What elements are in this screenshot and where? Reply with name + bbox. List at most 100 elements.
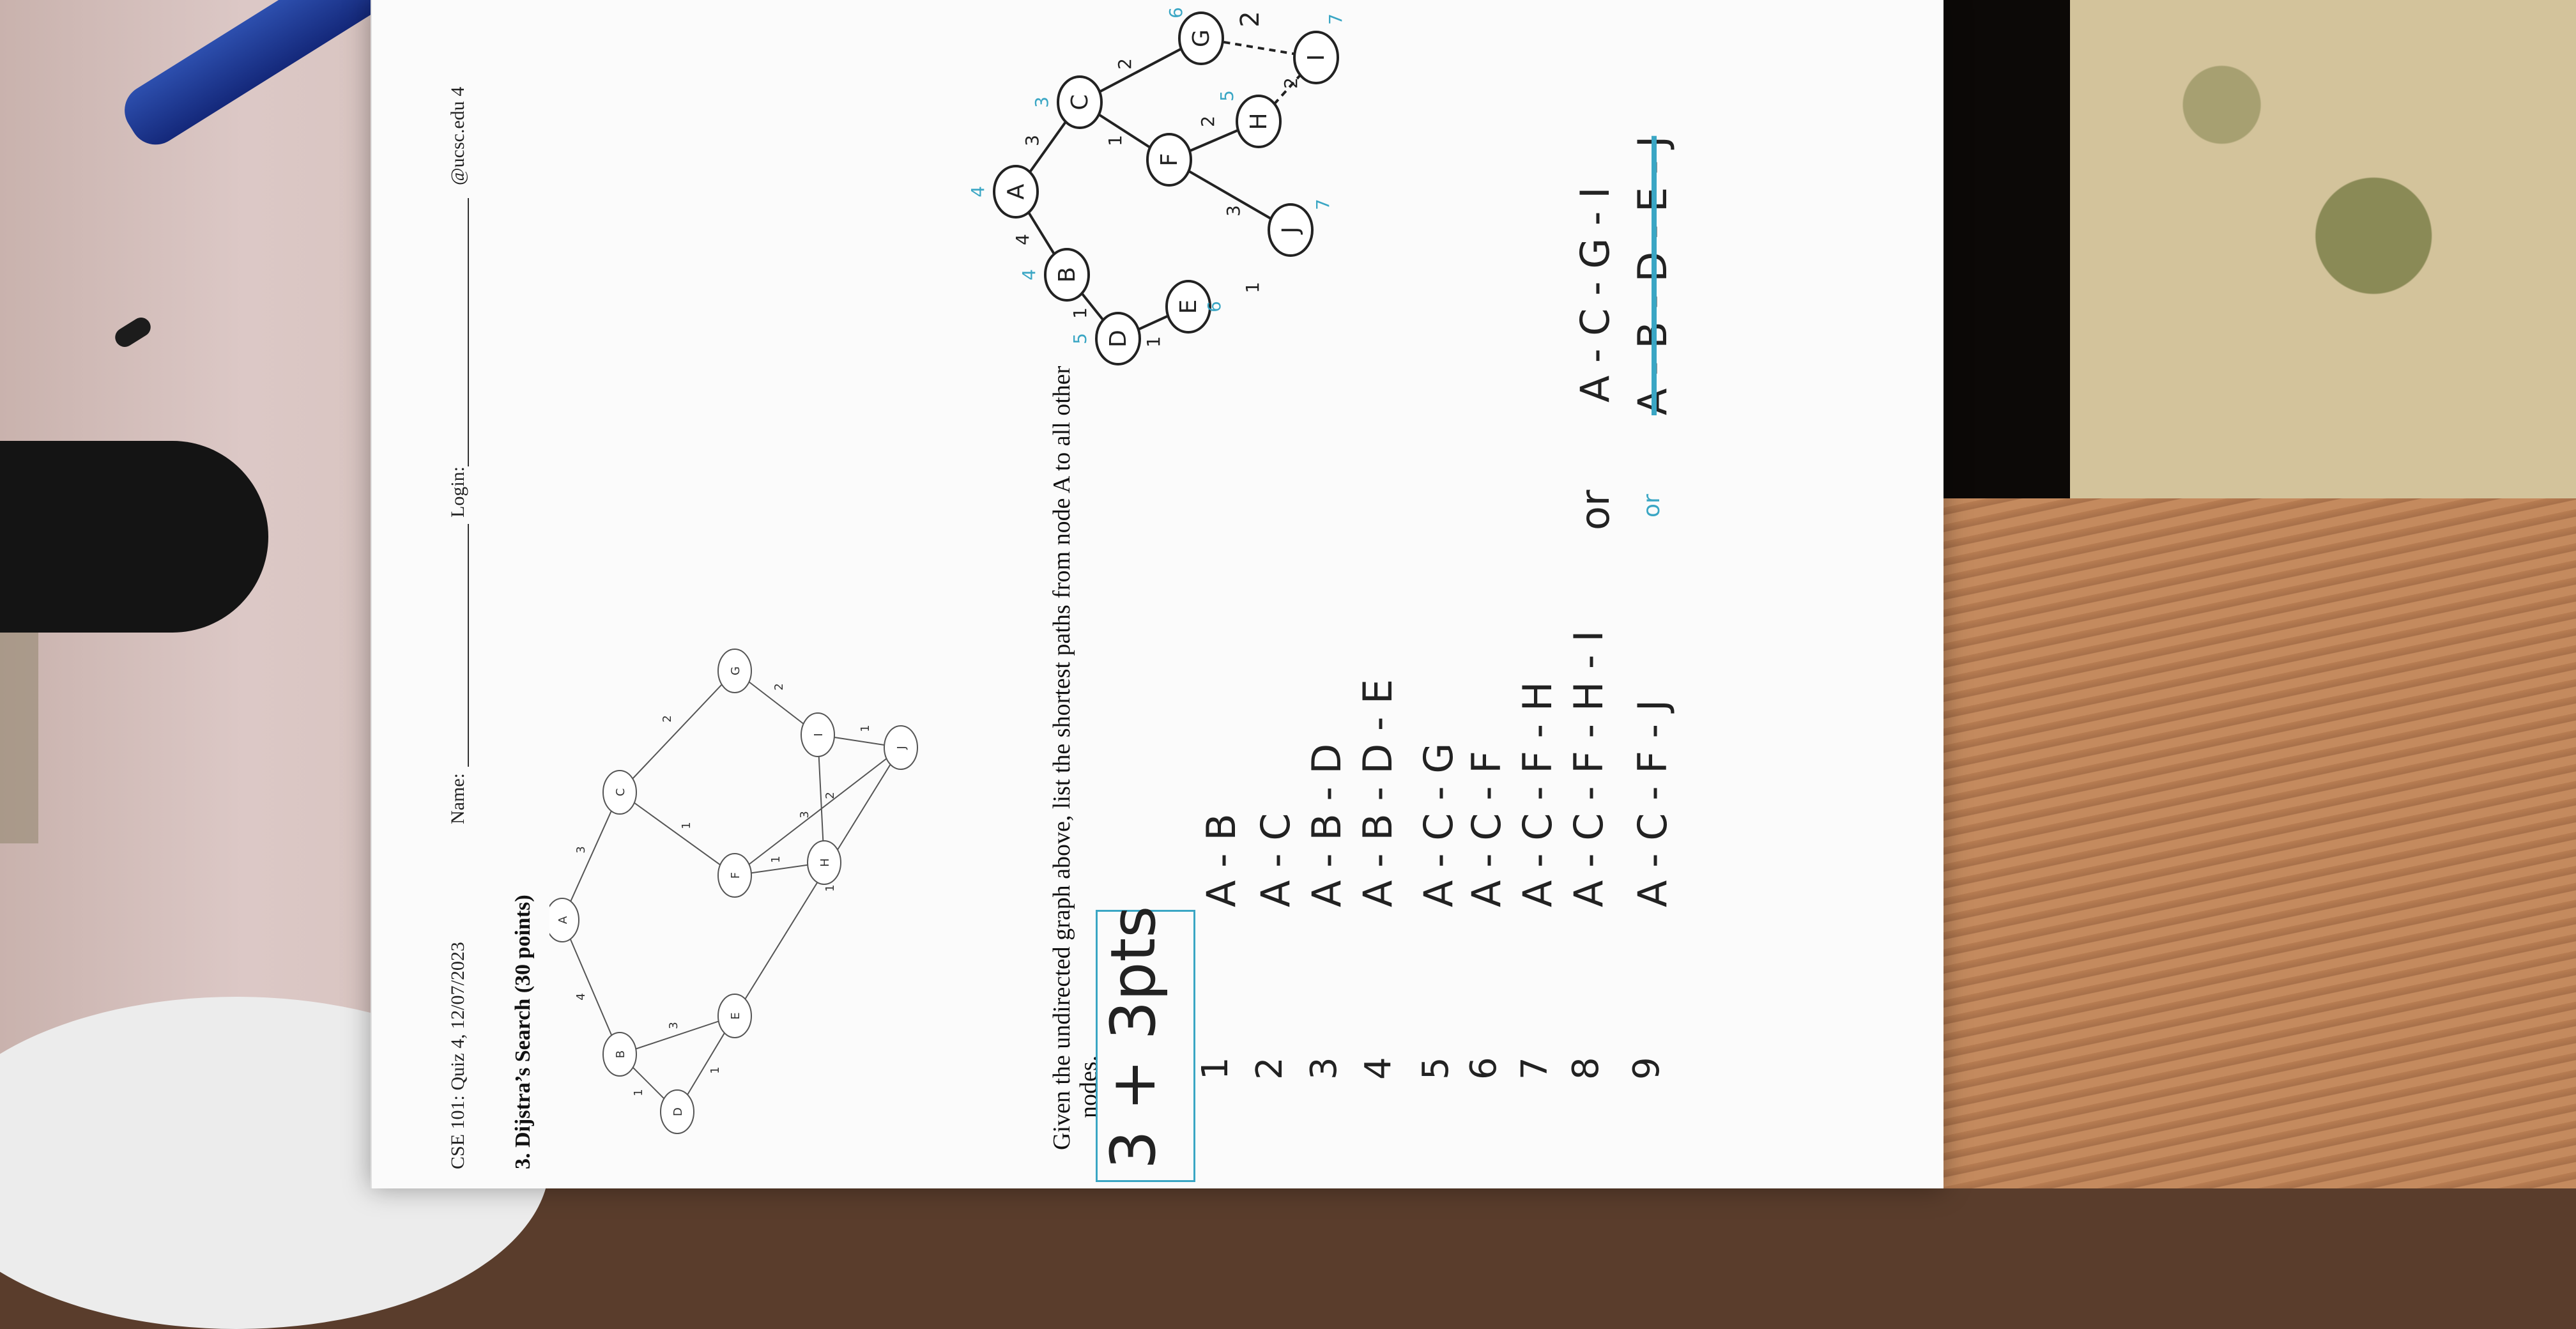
weight-c-f: 1 [680, 822, 693, 829]
edge-c-f [619, 792, 735, 876]
hand-weight-b-d: 1 [1070, 307, 1091, 319]
score-mark: 3 + 3pts [1098, 905, 1169, 1169]
hand-weight-c-f: 1 [1105, 135, 1126, 146]
dist-mark-b: 4 [1018, 269, 1039, 280]
node-d [660, 1089, 694, 1134]
answer-path-2: A - C [1252, 813, 1299, 908]
answer-path-7: A - C - F - H [1514, 681, 1561, 907]
hand-node-f [1146, 133, 1192, 187]
row-index-8: 8 [1565, 1057, 1607, 1080]
node-d-label: D [671, 1107, 685, 1116]
row-index-9: 9 [1626, 1057, 1667, 1080]
row-index-2: 2 [1249, 1057, 1291, 1080]
weight-f-h: 1 [769, 856, 783, 863]
node-h-label: H [818, 858, 832, 867]
row-index-6: 6 [1463, 1057, 1505, 1080]
row-index-4: 4 [1358, 1057, 1399, 1080]
dist-mark-c: 3 [1031, 96, 1052, 108]
hand-weight-f-h: 2 [1197, 116, 1218, 127]
node-a [549, 898, 579, 942]
row-index-1: 1 [1195, 1057, 1236, 1080]
weight-h-i: 2 [824, 792, 837, 799]
row-index-3: 3 [1303, 1057, 1345, 1080]
row-index-5: 5 [1415, 1057, 1457, 1080]
answer-path-6: A - C - F [1463, 751, 1510, 907]
quiz-paper [371, 0, 1943, 1188]
node-g-label: G [729, 666, 742, 675]
node-f-label: F [729, 872, 742, 879]
hand-node-f-label: F [1156, 153, 1183, 167]
edge-c-g [619, 670, 735, 793]
question-prompt: Given the undirected graph above, list t… [1048, 365, 1075, 1150]
question-title: 3. Dijstra’s Search (30 points) [511, 895, 535, 1169]
hand-node-c-label: C [1067, 94, 1093, 110]
node-c [602, 770, 637, 815]
weight-e-j: 1 [824, 884, 837, 891]
weight-c-g: 2 [661, 715, 674, 722]
dist-mark-d: 5 [1070, 333, 1091, 344]
weight-b-e: 3 [667, 1022, 680, 1029]
hand-node-j-label: J [1278, 227, 1304, 235]
printed-graph: A B C D E F G H I J 4 3 1 1 3 1 1 2 1 [549, 649, 918, 1134]
node-b-label: B [614, 1050, 627, 1058]
hand-node-a [993, 165, 1039, 219]
hand-node-e [1165, 280, 1211, 334]
marker-cap [0, 441, 268, 633]
hand-node-h [1236, 95, 1282, 148]
edge-a-b [562, 919, 620, 1055]
hand-weight-a-c: 3 [1022, 135, 1043, 146]
background-object [0, 633, 38, 843]
email-suffix: @ucsc.edu 4 [447, 86, 468, 185]
hand-node-e-label: E [1176, 300, 1202, 314]
weight-d-e: 1 [709, 1066, 722, 1073]
edge-a-c [562, 792, 620, 921]
hand-node-b [1044, 248, 1090, 302]
hand-node-c [1057, 75, 1103, 129]
dist-mark-g: 6 [1165, 7, 1186, 19]
answer-path-5: A - C - G [1415, 742, 1462, 907]
answer-path-1: A - B [1198, 813, 1245, 907]
hand-weight-h-i: 2 [1280, 77, 1301, 89]
hand-node-i [1293, 31, 1339, 84]
answer-alt-8: A - C - G - I [1572, 187, 1618, 403]
node-g [717, 649, 752, 693]
hand-node-j [1268, 203, 1314, 257]
dist-mark-i: 7 [1325, 13, 1346, 25]
node-h [807, 840, 841, 885]
name-label: Name: [447, 773, 468, 824]
hand-weight-a-b: 4 [1012, 234, 1033, 245]
answer-alt-9: A - B - D - E - J [1629, 135, 1676, 415]
hand-weight-e-j: 1 [1242, 282, 1263, 293]
row-index-7: 7 [1514, 1057, 1556, 1080]
weight-f-j: 3 [798, 811, 811, 818]
answer-path-4: A - B - D - E [1354, 679, 1401, 907]
quiz-header-title: CSE 101: Quiz 4, 12/07/2023 [447, 942, 468, 1169]
answer-path-8: A - C - F - H - I [1565, 630, 1612, 907]
answer-path-9: A - C - F - J [1629, 699, 1676, 907]
node-e [717, 994, 752, 1038]
node-f [717, 853, 752, 898]
weight-a-b: 4 [574, 993, 588, 1000]
node-b [602, 1032, 637, 1077]
weight-a-c: 3 [574, 846, 588, 853]
hand-weight-c-g: 2 [1114, 58, 1135, 70]
answer-path-3: A - B - D [1303, 743, 1350, 907]
hand-node-b-label: B [1054, 267, 1080, 283]
dist-mark-e: 6 [1204, 301, 1225, 312]
login-label: Login: [447, 466, 468, 518]
node-j [884, 725, 918, 770]
node-i [801, 712, 835, 757]
weight-i-j: 1 [859, 725, 872, 732]
hand-weight-f-j: 3 [1223, 205, 1244, 217]
node-j-label: J [895, 746, 908, 749]
hand-node-d-label: D [1105, 330, 1131, 348]
edge-b-e [619, 1015, 735, 1055]
hand-node-d [1095, 312, 1141, 365]
dist-mark-a: 4 [967, 186, 988, 197]
node-i-label: I [812, 733, 825, 736]
node-e-label: E [729, 1012, 742, 1019]
floral-fabric [2070, 0, 2576, 524]
paper-content: CSE 101: Quiz 4, 12/07/2023 Name: Login:… [383, 6, 1891, 1182]
hand-node-h-label: H [1246, 112, 1272, 130]
